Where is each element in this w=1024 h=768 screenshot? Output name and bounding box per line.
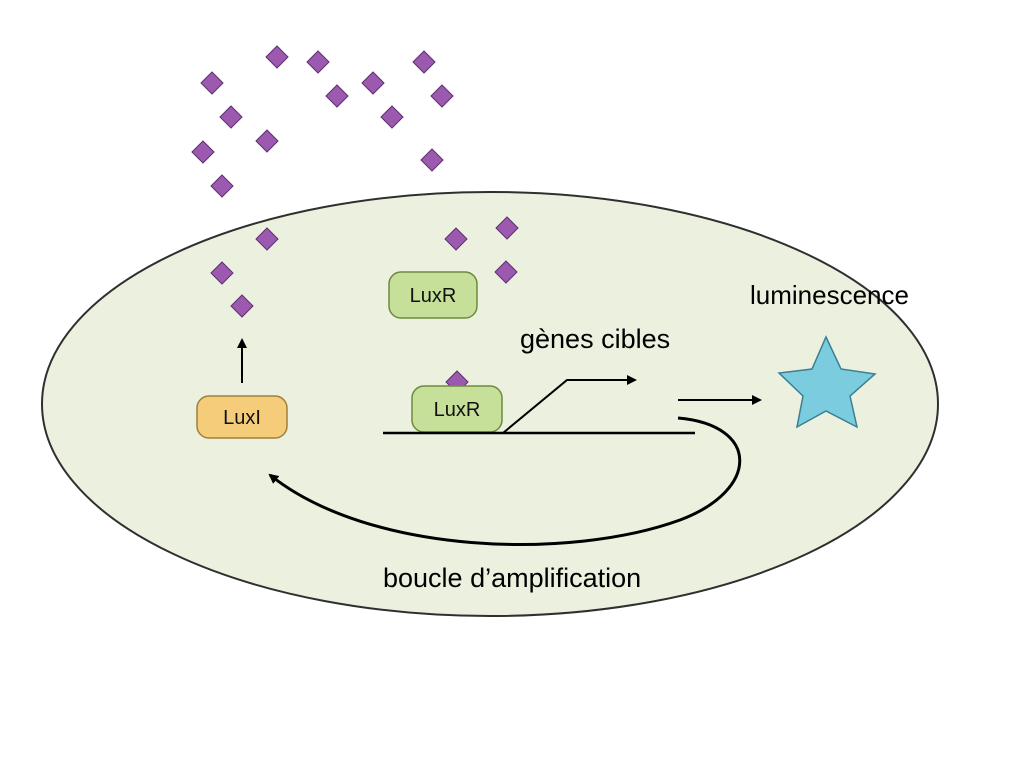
luxi-label: LuxI [223,407,261,429]
luxi-protein: LuxI [196,395,288,439]
autoinducer-diamond-icon [430,84,454,108]
autoinducer-diamond-icon [380,105,404,129]
luxr-free-box [388,271,478,319]
autoinducer-diamond-icon [265,45,289,69]
autoinducer-diamond-icon [219,105,243,129]
autoinducer-diamond-icon [306,50,330,74]
autoinducer-diamond-icon [494,260,518,284]
autoinducer-diamond-icon [255,129,279,153]
autoinducer-diamond-icon [495,216,519,240]
luxr-free-label: LuxR [410,285,457,307]
autoinducer-diamond-icon [412,50,436,74]
luxr-bound-protein: LuxR [411,385,503,433]
amplification-loop-arrow [268,416,742,546]
autoinducer-diamond-icon [255,227,279,251]
star-icon [777,335,877,429]
luminescence-label: luminescence [750,280,909,310]
autoinducer-diamond-icon [230,294,254,318]
autoinducer-molecules [191,45,519,394]
autoinducer-diamond-icon [210,174,234,198]
transcription-start-arrow [502,375,637,434]
luxi-box [196,395,288,439]
autoinducer-diamond-icon [444,227,468,251]
autoinducer-diamond-icon [325,84,349,108]
autoinducer-diamond-icon [200,71,224,95]
autoinducer-diamond-icon [191,140,215,164]
autoinducer-diamond-icon [420,148,444,172]
luxr-bound-label: LuxR [434,399,481,421]
amplification-loop-label: boucle d’amplification [383,563,641,593]
target-genes-label: gènes cibles [520,324,670,354]
autoinducer-diamond-icon [210,261,234,285]
autoinducer-diamond-icon [361,71,385,95]
luxr-free-protein: LuxR [388,271,478,319]
